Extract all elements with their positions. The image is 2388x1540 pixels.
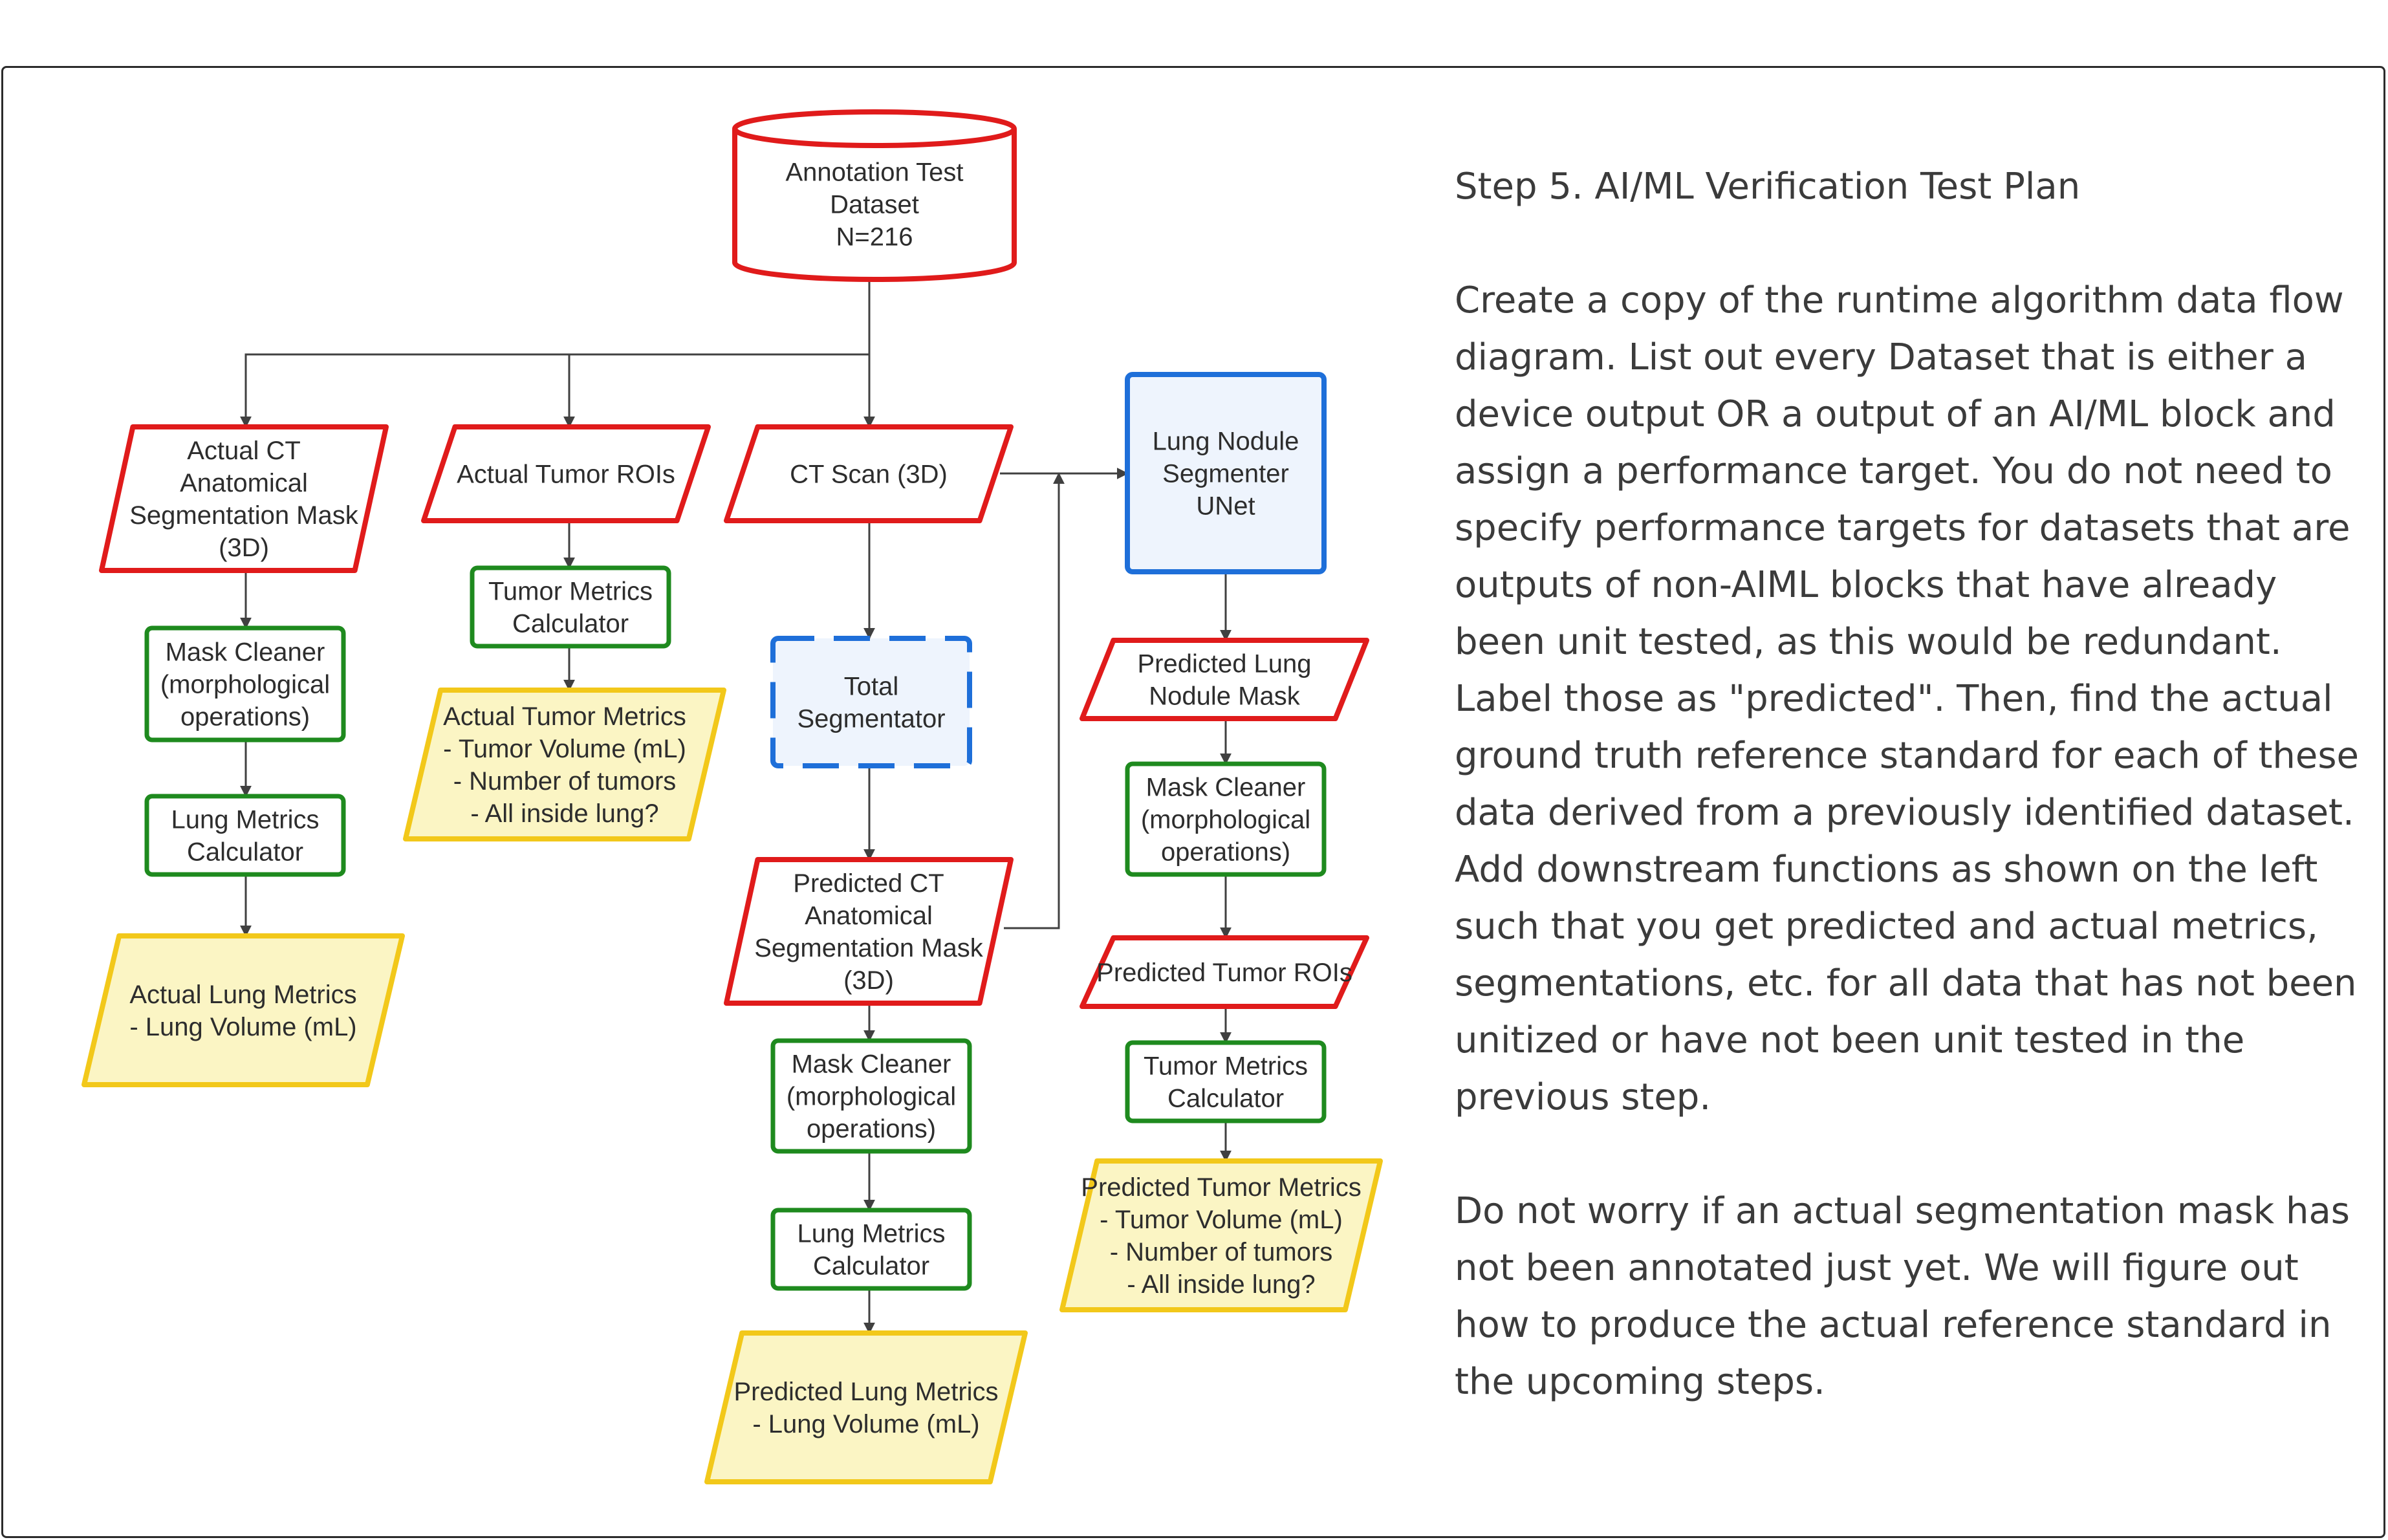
mask-cleaner-left-node: Mask Cleaner (morphological operations) — [144, 625, 346, 743]
mask-cleaner-right-shape — [1125, 761, 1327, 877]
annotation-test-dataset-label-line: Annotation Test — [785, 158, 963, 187]
annotation-test-dataset-label-line: N=216 — [836, 223, 913, 252]
actual-tumor-metrics-label-line: Actual Tumor Metrics — [443, 702, 686, 731]
actual-tumor-rois-label-line: Actual Tumor ROIs — [457, 461, 675, 489]
actual-tumor-metrics-label-line: - All inside lung? — [470, 799, 658, 828]
predicted-lung-nodule-mask-shape — [1080, 638, 1369, 721]
mask-cleaner-right-node: Mask Cleaner (morphological operations) — [1125, 761, 1327, 877]
note-paragraph: Do not worry if an actual segmentation m… — [1455, 1190, 2350, 1403]
lung-metrics-calculator-left-label-line: Calculator — [187, 838, 303, 867]
predicted-tumor-metrics-label-line: - Tumor Volume (mL) — [1100, 1206, 1343, 1234]
predicted-tumor-rois-node: Predicted Tumor ROIs — [1080, 935, 1369, 1009]
lung-metrics-calculator-center-label-line: Calculator — [813, 1252, 929, 1281]
predicted-ct-anatomical-mask-label-line: Anatomical — [805, 902, 933, 930]
total-segmentator-label-line: Segmentator — [797, 705, 945, 733]
mask-cleaner-center-label-line: (morphological — [787, 1083, 956, 1111]
tumor-metrics-calculator-left-label-line: Tumor Metrics — [488, 578, 653, 606]
lung-nodule-segmenter-unet-shape — [1125, 372, 1327, 574]
predicted-tumor-rois-shape — [1080, 935, 1369, 1009]
lung-metrics-calculator-center-label-line: Lung Metrics — [798, 1220, 946, 1248]
annotation-test-dataset-shape — [732, 109, 1017, 282]
predicted-tumor-metrics-shape — [1059, 1158, 1383, 1312]
mask-cleaner-left-shape — [144, 625, 346, 743]
actual-ct-anatomical-mask-label-line: Anatomical — [180, 469, 308, 497]
tumor-metrics-calculator-right-shape — [1125, 1040, 1327, 1123]
instructions-panel: Step 5. AI/ML Verification Test Plan Cre… — [1455, 158, 2360, 1468]
ct-scan-3d-shape — [724, 424, 1014, 523]
predicted-tumor-metrics-node: Predicted Tumor Metrics - Tumor Volume (m… — [1059, 1158, 1383, 1312]
connector-annotation-test-dataset-to-actual-ct-anatomical-mask — [240, 279, 871, 428]
mask-cleaner-right-label-line: (morphological — [1141, 806, 1310, 834]
actual-ct-anatomical-mask-label-line: Actual CT — [187, 437, 301, 465]
predicted-lung-metrics-label-line: - Lung Volume (mL) — [752, 1410, 979, 1438]
annotation-test-dataset-label-line: Dataset — [830, 191, 919, 219]
mask-cleaner-left-label-line: operations) — [180, 703, 310, 732]
actual-ct-anatomical-mask-label-line: (3D) — [219, 534, 269, 562]
mask-cleaner-center-label-line: Mask Cleaner — [792, 1050, 951, 1079]
tumor-metrics-calculator-right-label-line: Tumor Metrics — [1144, 1052, 1308, 1081]
panel-title: Step 5. AI/ML Verification Test Plan — [1455, 166, 2081, 208]
actual-tumor-metrics-shape — [403, 688, 726, 841]
actual-lung-metrics-label-line: - Lung Volume (mL) — [129, 1013, 356, 1041]
tumor-metrics-calculator-right-label-line: Calculator — [1167, 1085, 1284, 1113]
predicted-ct-anatomical-mask-label-line: Segmentation Mask — [754, 934, 984, 962]
ct-scan-3d-label-line: CT Scan (3D) — [790, 461, 948, 489]
lung-metrics-calculator-center-shape — [770, 1208, 972, 1291]
predicted-ct-anatomical-mask-shape — [724, 857, 1014, 1006]
actual-tumor-metrics-label-line: - Tumor Volume (mL) — [443, 735, 686, 763]
mask-cleaner-left-label-line: (morphological — [160, 671, 330, 699]
actual-lung-metrics-label-line: Actual Lung Metrics — [129, 981, 356, 1009]
actual-lung-metrics-shape — [81, 933, 405, 1087]
actual-tumor-rois-shape — [421, 424, 711, 523]
predicted-tumor-metrics-label-line: Predicted Tumor Metrics — [1081, 1173, 1361, 1202]
lung-metrics-calculator-left-label-line: Lung Metrics — [171, 806, 320, 834]
predicted-tumor-rois-label-line: Predicted Tumor ROIs — [1096, 959, 1352, 987]
lung-nodule-segmenter-unet-label-line: Segmenter — [1162, 460, 1289, 488]
mask-cleaner-right-label-line: Mask Cleaner — [1146, 774, 1306, 802]
lung-metrics-calculator-left-shape — [144, 794, 346, 877]
actual-tumor-rois-node: Actual Tumor ROIs — [421, 424, 711, 523]
actual-tumor-metrics-node: Actual Tumor Metrics - Tumor Volume (mL) -… — [403, 688, 726, 841]
predicted-lung-metrics-shape — [704, 1330, 1028, 1484]
instructions-paragraph: Create a copy of the runtime algorithm d… — [1455, 279, 2360, 1118]
ct-scan-3d-node: CT Scan (3D) — [724, 424, 1014, 523]
actual-tumor-metrics-label-line: - Number of tumors — [453, 767, 677, 796]
predicted-ct-anatomical-mask-label-line: Predicted CT — [793, 869, 944, 898]
tumor-metrics-calculator-left-label-line: Calculator — [512, 610, 629, 638]
mask-cleaner-center-shape — [770, 1038, 972, 1154]
actual-ct-anatomical-mask-label-line: Segmentation Mask — [129, 501, 359, 530]
actual-lung-metrics-node: Actual Lung Metrics - Lung Volume (mL) — [81, 933, 405, 1087]
predicted-tumor-metrics-label-line: - All inside lung? — [1127, 1270, 1315, 1299]
mask-cleaner-left-label-line: Mask Cleaner — [166, 638, 325, 667]
connector-predicted-ct-anatomical-mask-to-lung-nodule-segmenter-unet — [1004, 472, 1065, 929]
total-segmentator-shape — [770, 636, 972, 768]
predicted-lung-nodule-mask-label-line: Nodule Mask — [1149, 682, 1300, 711]
lung-nodule-segmenter-unet-label-line: Lung Nodule — [1153, 428, 1299, 456]
total-segmentator-label-line: Total — [844, 673, 899, 701]
predicted-tumor-metrics-label-line: - Number of tumors — [1110, 1238, 1333, 1266]
predicted-lung-nodule-mask-label-line: Predicted Lung — [1137, 650, 1311, 678]
mask-cleaner-center-node: Mask Cleaner (morphological operations) — [770, 1038, 972, 1154]
tumor-metrics-calculator-left-shape — [470, 565, 671, 649]
predicted-lung-metrics-node: Predicted Lung Metrics - Lung Volume (mL) — [704, 1330, 1028, 1484]
actual-ct-anatomical-mask-shape — [99, 424, 389, 573]
predicted-lung-metrics-label-line: Predicted Lung Metrics — [733, 1378, 998, 1406]
mask-cleaner-right-label-line: operations) — [1161, 838, 1290, 867]
lung-nodule-segmenter-unet-label-line: UNet — [1196, 492, 1255, 521]
mask-cleaner-center-label-line: operations) — [807, 1115, 936, 1144]
predicted-ct-anatomical-mask-label-line: (3D) — [843, 966, 894, 995]
